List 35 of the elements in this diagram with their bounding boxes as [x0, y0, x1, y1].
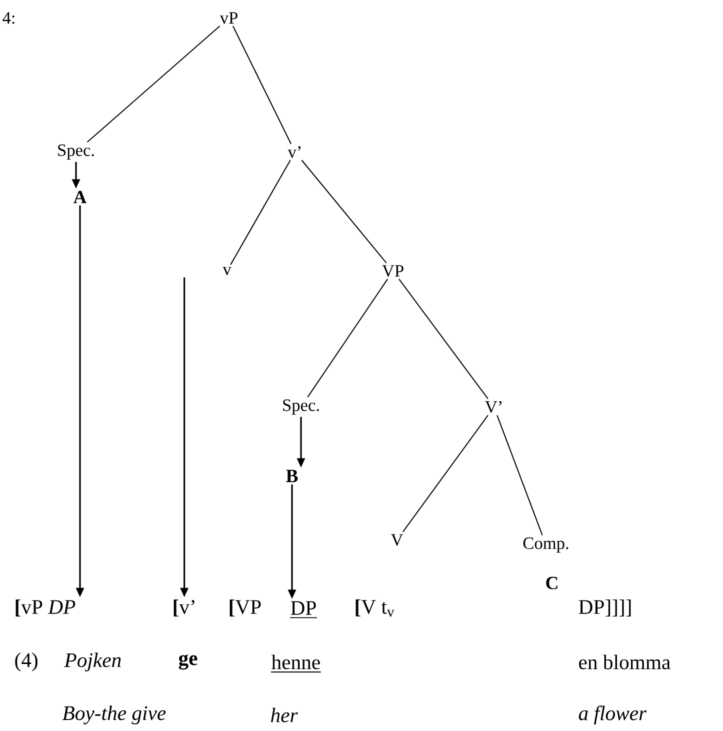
- tree-branch: [230, 160, 291, 265]
- gloss-word: Boy-the give: [62, 706, 166, 724]
- gloss-word: henne: [270, 654, 322, 672]
- tree-label: Spec.: [58, 144, 94, 160]
- tree-label: vP: [220, 12, 238, 24]
- letter-label: C: [546, 576, 558, 590]
- tree-branch: [402, 414, 488, 532]
- tree-label: v: [222, 266, 232, 276]
- bracket-text: [vP DP: [16, 599, 76, 617]
- tree-label: Spec.: [283, 399, 319, 415]
- tree-label: Comp.: [523, 537, 568, 553]
- gloss-word: ge: [178, 654, 198, 670]
- gloss-word: Pojken: [64, 652, 121, 672]
- bracket-text: [V t$_{v}$: [356, 599, 394, 617]
- tree-branch: [398, 278, 488, 400]
- bracket-text: [VP: [230, 599, 261, 617]
- gloss-word: en blomma: [579, 654, 670, 670]
- tree-label: v’: [288, 146, 301, 158]
- tree-branch: [301, 160, 387, 264]
- gloss-word: her: [271, 708, 298, 722]
- tree-branch: [307, 278, 388, 398]
- tree-branch: [496, 414, 543, 536]
- tree-label: V: [390, 534, 404, 546]
- letter-label: A: [73, 190, 87, 204]
- example-number: 4:: [2, 12, 14, 24]
- gloss-word: a flower: [578, 706, 647, 724]
- bracket-text: DP]]]]: [578, 599, 631, 617]
- tree-label: V’: [485, 401, 502, 413]
- tree-branch: [232, 26, 292, 144]
- tree-label: VP: [382, 265, 404, 277]
- example-number: (4): [15, 652, 38, 672]
- letter-label: B: [286, 470, 298, 482]
- bracket-text: DP: [290, 601, 318, 618]
- bracket-text: [v’: [174, 599, 194, 617]
- tree-branch: [86, 26, 220, 143]
